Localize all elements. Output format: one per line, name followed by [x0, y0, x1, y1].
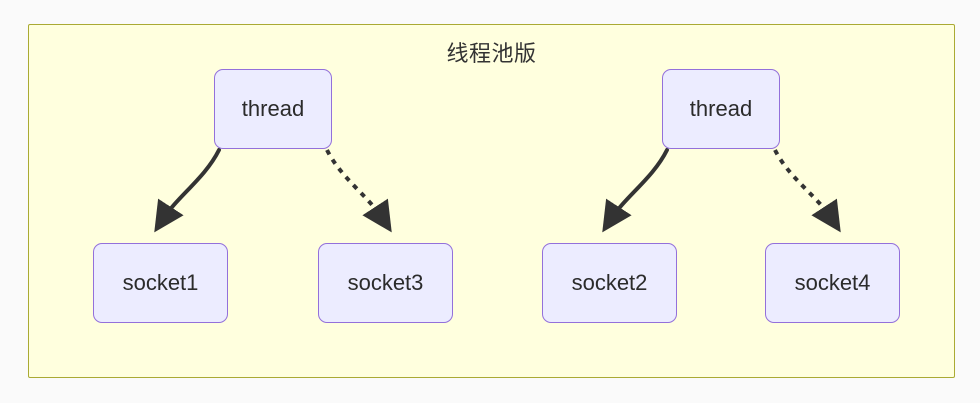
- node-socket-4[interactable]: socket4: [765, 243, 900, 323]
- node-label: thread: [241, 96, 305, 121]
- node-label: socket2: [571, 270, 648, 295]
- node-socket-3[interactable]: socket3: [318, 243, 453, 323]
- node-socket-1[interactable]: socket1: [93, 243, 228, 323]
- subgraph-title: 线程池版: [446, 41, 537, 66]
- node-thread-1[interactable]: thread: [214, 69, 332, 149]
- node-thread-2[interactable]: thread: [662, 69, 780, 149]
- node-socket-2[interactable]: socket2: [542, 243, 677, 323]
- node-label: thread: [689, 96, 753, 121]
- subgraph-thread-pool: 线程池版: [28, 24, 955, 378]
- node-label: socket1: [122, 270, 199, 295]
- node-label: socket4: [794, 270, 871, 295]
- node-label: socket3: [347, 270, 424, 295]
